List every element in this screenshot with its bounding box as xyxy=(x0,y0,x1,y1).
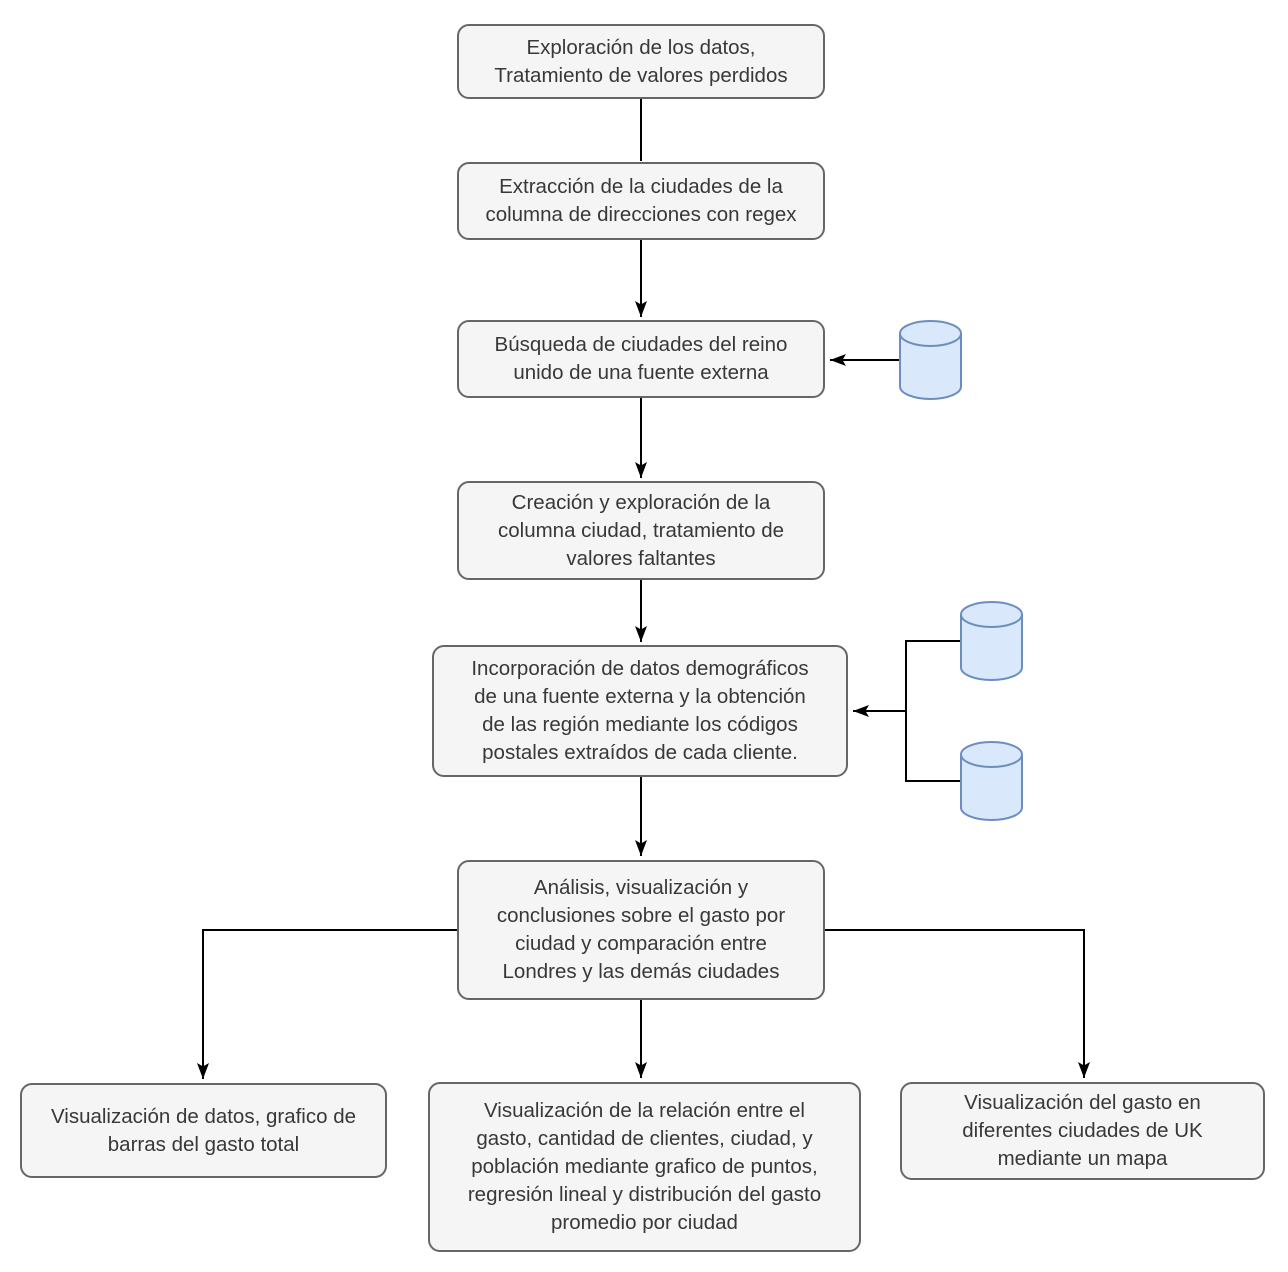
node-label: Visualización de datos, grafico de barra… xyxy=(50,1104,357,1156)
connector-analisis-mapa xyxy=(825,929,1090,1078)
node-creacion-columna-ciudad: Creación y exploración de la columna ciu… xyxy=(457,481,825,580)
node-visualizacion-barras: Visualización de datos, grafico de barra… xyxy=(20,1083,387,1178)
database-icon xyxy=(960,741,1023,821)
node-label: Extracción de la ciudades de la columna … xyxy=(485,175,797,226)
node-label: Búsqueda de ciudades del reino unido de … xyxy=(494,333,788,384)
node-exploracion-datos: Exploración de los datos, Tratamiento de… xyxy=(457,24,825,99)
node-incorporacion-demograficos: Incorporación de datos demográficos de u… xyxy=(432,645,848,777)
node-extraccion-ciudades: Extracción de la ciudades de la columna … xyxy=(457,162,825,240)
node-label: Creación y exploración de la columna ciu… xyxy=(497,490,785,570)
database-icon xyxy=(899,320,962,400)
connector-analisis-barras xyxy=(197,929,457,1079)
node-label: Análisis, visualización y conclusiones s… xyxy=(496,876,786,983)
node-label: Visualización del gasto en diferentes ci… xyxy=(962,1091,1203,1170)
node-visualizacion-relacion: Visualización de la relación entre el ga… xyxy=(428,1082,861,1252)
node-visualizacion-mapa: Visualización del gasto en diferentes ci… xyxy=(900,1082,1265,1180)
node-label: Visualización de la relación entre el ga… xyxy=(467,1099,822,1234)
connector-db-bracket xyxy=(905,640,960,782)
node-label: Incorporación de datos demográficos de u… xyxy=(471,657,809,764)
database-icon xyxy=(960,601,1023,681)
node-analisis-visualizacion: Análisis, visualización y conclusiones s… xyxy=(457,860,825,1000)
node-label: Exploración de los datos, Tratamiento de… xyxy=(494,35,788,87)
node-busqueda-ciudades-uk: Búsqueda de ciudades del reino unido de … xyxy=(457,320,825,398)
